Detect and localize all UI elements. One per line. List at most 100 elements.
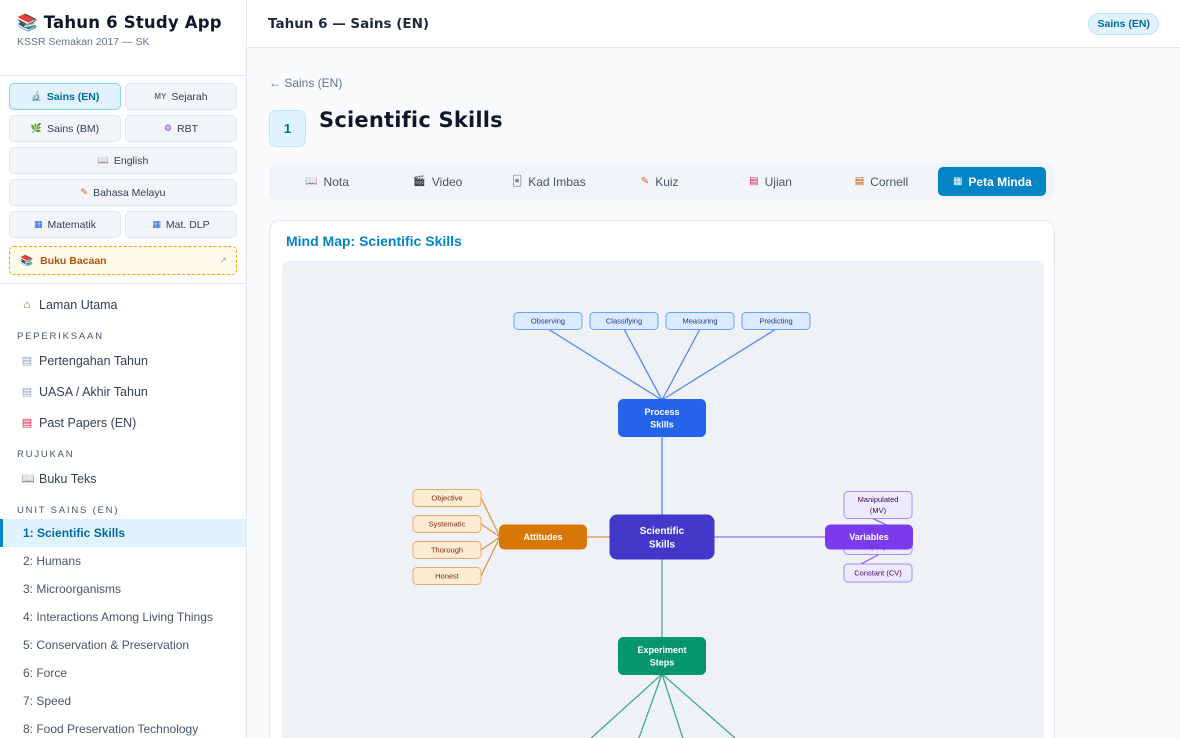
buku-bacaan-button[interactable]: 📚 Buku Bacaan ↗: [9, 246, 237, 275]
subject-button-sejarah[interactable]: MY Sejarah: [125, 83, 237, 110]
nav-item-label: Buku Teks: [39, 471, 97, 486]
tab-label: Ujian: [764, 174, 792, 189]
subject-button-sains-en[interactable]: 🔬 Sains (EN): [9, 83, 121, 110]
tab-cornell[interactable]: ▤ Cornell: [827, 167, 935, 196]
external-link-icon: ↗: [219, 255, 227, 265]
tab-label: Peta Minda: [968, 174, 1032, 189]
subject-label: Sains (BM): [47, 122, 100, 135]
subject-label: Sains (EN): [46, 90, 100, 103]
pencil-icon: ✎: [640, 176, 650, 187]
tab-video[interactable]: 🎬 Video: [384, 167, 492, 196]
unit-item-5[interactable]: 5: Conservation & Preservation: [23, 638, 190, 652]
unit-item-1[interactable]: 1: Scientific Skills: [0, 519, 246, 547]
map-icon: ▦: [952, 176, 963, 187]
attitude-leaf-0-label: Objective: [431, 494, 462, 503]
tab-label: Kad Imbas: [528, 174, 586, 189]
nav-item-label: Laman Utama: [39, 297, 118, 312]
tab-ujian[interactable]: ▤ Ujian: [717, 167, 825, 196]
nav-section-peperiksaan: PEPERIKSAAN: [17, 331, 104, 342]
variable-leaf-0[interactable]: Manipulated(MV): [843, 491, 913, 519]
tab-kuiz[interactable]: ✎ Kuiz: [606, 167, 714, 196]
brand: 📚 Tahun 6 Study App KSSR Semakan 2017 — …: [0, 0, 246, 76]
process-leaf-0[interactable]: Observing: [513, 312, 583, 330]
gear-icon: ⚙: [163, 123, 173, 133]
microscope-icon: 🔬: [30, 91, 42, 101]
subject-label: Sejarah: [171, 90, 208, 103]
mindmap-card: Mind Map: Scientific Skills Observing Cla…: [269, 220, 1055, 738]
edge-attitude-3: [480, 536, 501, 577]
mindmap-title: Mind Map: Scientific Skills: [286, 233, 462, 249]
tab-kad-imbas[interactable]: 🃏 Kad Imbas: [495, 167, 603, 196]
attitudes-node[interactable]: Attitudes: [499, 524, 587, 550]
buku-bacaan-label: Buku Bacaan: [40, 254, 107, 267]
clapperboard-icon: 🎬: [413, 176, 426, 187]
process-skills-node-label: Process: [644, 407, 679, 417]
book-icon: 📖: [305, 176, 318, 187]
process-leaf-1[interactable]: Classifying: [589, 312, 659, 330]
book-icon: 📖: [21, 473, 35, 485]
subject-button-english[interactable]: 📖 English: [9, 147, 237, 174]
tab-label: Kuiz: [655, 174, 679, 189]
cards-icon: 🃏: [511, 176, 523, 187]
process-leaf-3-label: Predicting: [759, 317, 792, 326]
variable-leaf-2-label: Constant (CV): [854, 569, 902, 578]
nav-item-label: Pertengahan Tahun: [39, 353, 148, 368]
subject-button-bahasa-melayu[interactable]: ✎ Bahasa Melayu: [9, 179, 237, 206]
unit-item-4[interactable]: 4: Interactions Among Living Things: [23, 610, 213, 624]
nav-item-laman-utama[interactable]: ⌂ Laman Utama: [0, 289, 246, 320]
subject-button-rbt[interactable]: ⚙ RBT: [125, 115, 237, 142]
unit-item-8[interactable]: 8: Food Preservation Technology: [23, 722, 199, 736]
attitude-leaf-3[interactable]: Honest: [412, 567, 482, 585]
nav-section-units: UNIT SAINS (EN): [17, 505, 120, 516]
edge-experiment-3: [661, 673, 736, 738]
subject-label: RBT: [177, 122, 199, 135]
subject-button-sains-bm[interactable]: 🌿 Sains (BM): [9, 115, 121, 142]
subject-switcher: 🔬 Sains (EN) MY Sejarah 🌿 Sains (BM) ⚙ R…: [0, 76, 246, 238]
nav-item-uasa[interactable]: ▤ UASA / Akhir Tahun: [0, 376, 246, 407]
tab-nota[interactable]: 📖 Nota: [273, 167, 381, 196]
clipboard-icon: ▤: [854, 176, 865, 187]
clipboard-icon: ▤: [21, 386, 33, 398]
edge-experiment-1: [638, 673, 663, 738]
unit-item-7[interactable]: 7: Speed: [23, 694, 72, 708]
malaysia-flag-icon: MY: [154, 92, 167, 101]
edge-attitude-1: [480, 523, 501, 538]
experiment-steps-node-label: Experiment: [637, 645, 686, 655]
attitude-leaf-1-label: Systematic: [429, 520, 466, 529]
edge-process-2: [661, 328, 701, 401]
unit-item-3[interactable]: 3: Microorganisms: [23, 582, 122, 596]
tab-peta-minda[interactable]: ▦ Peta Minda: [938, 167, 1047, 196]
edge-experiment-2: [661, 673, 684, 738]
nav-item-label: UASA / Akhir Tahun: [39, 384, 148, 399]
edge-attitude-2: [480, 536, 501, 551]
variable-leaf-2[interactable]: Constant (CV): [843, 563, 913, 583]
attitude-leaf-1[interactable]: Systematic: [412, 515, 482, 533]
subject-button-mat-dlp[interactable]: ▦ Mat. DLP: [125, 211, 237, 238]
leaf-icon: 🌿: [30, 123, 43, 133]
variables-node[interactable]: Variables: [825, 524, 913, 550]
attitude-leaf-0[interactable]: Objective: [412, 489, 482, 507]
back-link[interactable]: ← Sains (EN): [269, 76, 343, 90]
nav-item-past-papers[interactable]: ▤ Past Papers (EN): [0, 407, 246, 438]
process-leaf-2[interactable]: Measuring: [665, 312, 735, 330]
attitude-leaf-2[interactable]: Thorough: [412, 541, 482, 559]
subject-button-matematik[interactable]: ▦ Matematik: [9, 211, 121, 238]
top-bar: Tahun 6 — Sains (EN) Sains (EN): [247, 0, 1180, 48]
nav-item-pertengahan-tahun[interactable]: ▤ Pertengahan Tahun: [0, 345, 246, 376]
process-leaf-2-label: Measuring: [682, 317, 717, 326]
attitudes-node-label: Attitudes: [524, 532, 563, 542]
document-icon: ▤: [749, 176, 759, 187]
unit-item-6[interactable]: 6: Force: [23, 666, 68, 680]
process-leaf-3[interactable]: Predicting: [741, 312, 811, 330]
sidebar-divider: [0, 283, 246, 284]
home-icon: ⌂: [23, 298, 31, 311]
book-icon: 📖: [97, 155, 109, 165]
edge-process-0: [547, 328, 663, 401]
subject-badge: Sains (EN): [1088, 13, 1159, 35]
nav-item-buku-teks[interactable]: 📖 Buku Teks: [0, 463, 246, 494]
unit-item-2[interactable]: 2: Humans: [23, 554, 82, 568]
